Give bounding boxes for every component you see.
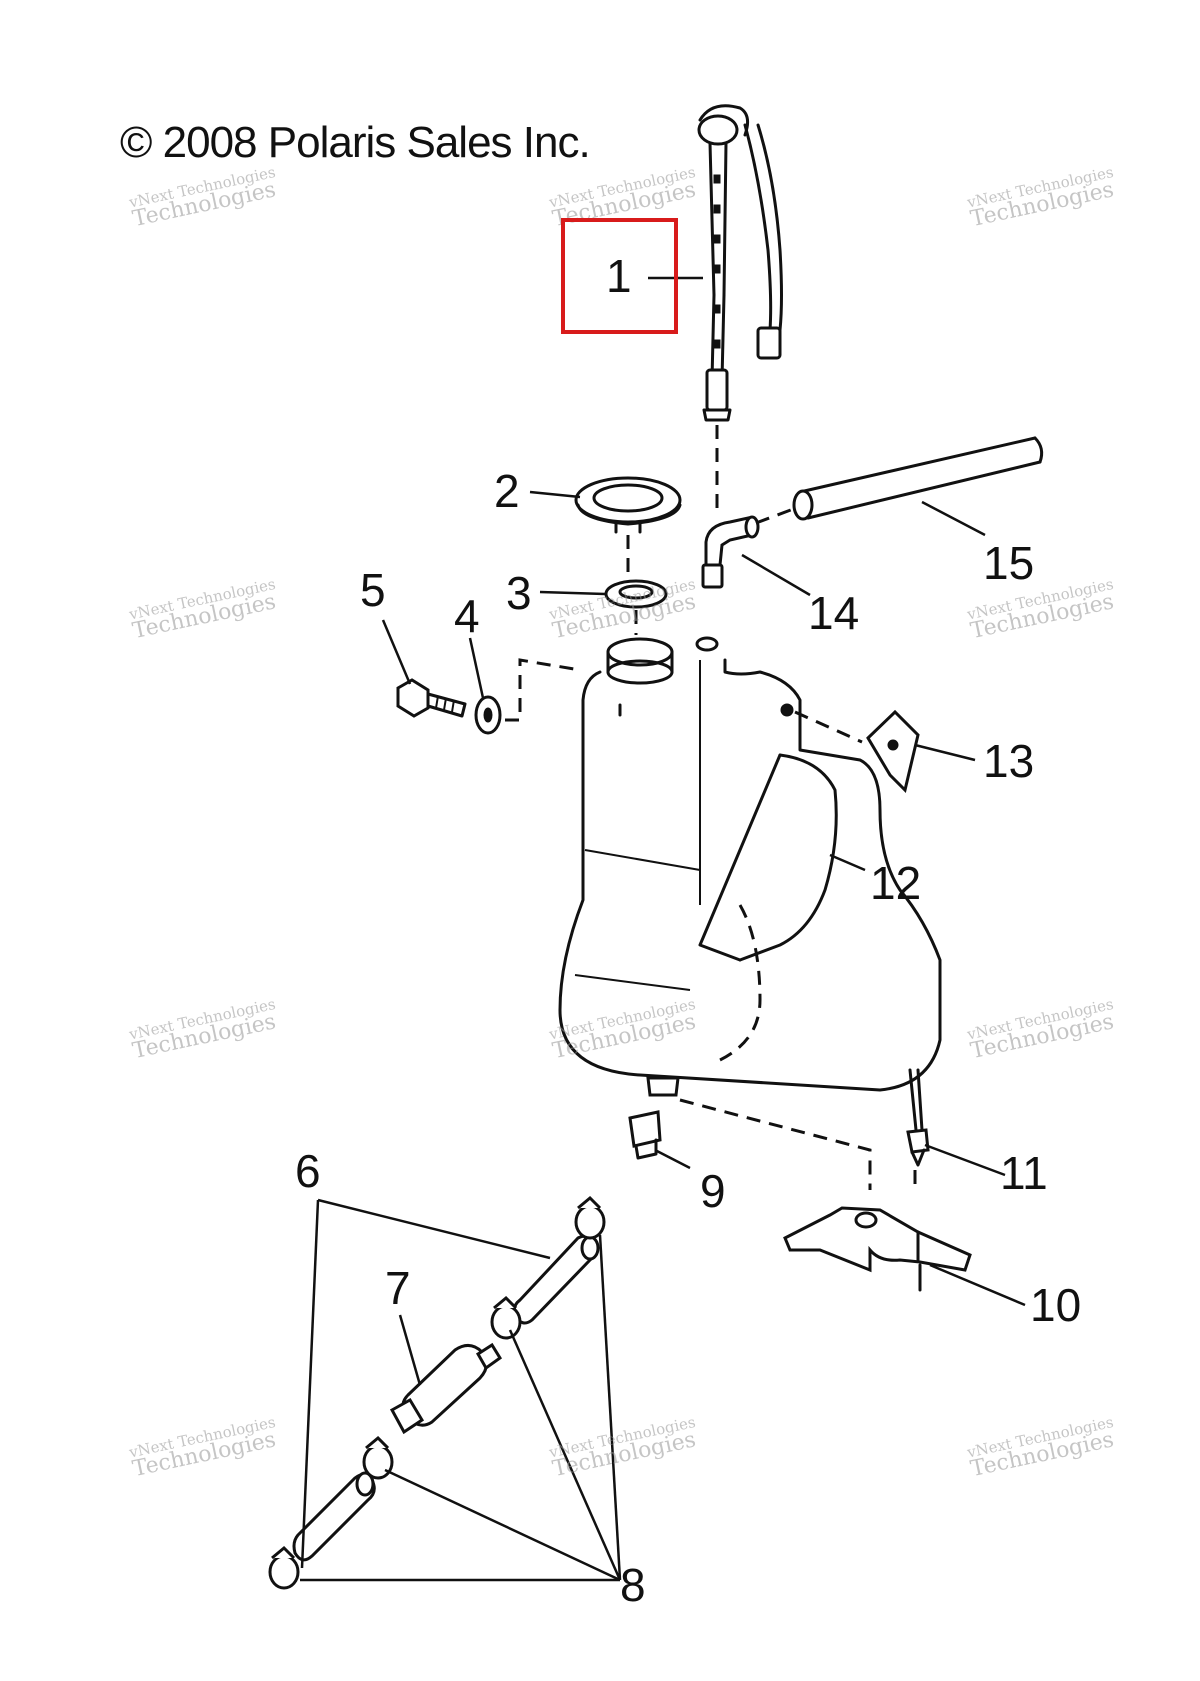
drain-fitting-part <box>628 1076 680 1160</box>
callout-14[interactable]: 14 <box>808 587 860 639</box>
fuel-hose-upper-part <box>512 1234 600 1325</box>
oil-tank-part <box>558 636 942 1092</box>
cap-gasket-part <box>604 579 668 609</box>
callout-7[interactable]: 7 <box>385 1262 411 1314</box>
washer-part <box>474 695 502 735</box>
callout-6[interactable]: 6 <box>295 1145 321 1197</box>
bolt-part <box>396 678 467 718</box>
callout-4[interactable]: 4 <box>454 590 480 642</box>
callout-12[interactable]: 12 <box>870 857 922 909</box>
mount-bracket-part <box>783 1206 972 1292</box>
tank-bracket-part <box>866 709 920 793</box>
highlighted-callout-box <box>561 218 678 334</box>
callout-8[interactable]: 8 <box>620 1559 646 1611</box>
callout-3[interactable]: 3 <box>506 567 532 619</box>
callout-1[interactable]: 1 <box>606 250 632 302</box>
callout-15[interactable]: 15 <box>983 537 1035 589</box>
callout-5[interactable]: 5 <box>360 564 386 616</box>
tank-cap-part <box>574 476 682 534</box>
fuel-hose-lower-part <box>292 1471 376 1562</box>
callout-11[interactable]: 11 <box>1000 1147 1048 1199</box>
copyright-notice: © 2008 Polaris Sales Inc. <box>120 118 591 167</box>
vent-hose-part <box>792 436 1044 521</box>
stud-part <box>906 1068 930 1167</box>
callout-2[interactable]: 2 <box>494 465 520 517</box>
elbow-fitting-part <box>701 515 760 589</box>
callout-10[interactable]: 10 <box>1030 1279 1082 1331</box>
leader-lines <box>300 276 1026 1582</box>
callout-13[interactable]: 13 <box>983 735 1035 787</box>
callout-9[interactable]: 9 <box>700 1165 726 1217</box>
dipstick-sender-part <box>697 104 783 422</box>
inline-filter-part <box>389 1342 503 1435</box>
